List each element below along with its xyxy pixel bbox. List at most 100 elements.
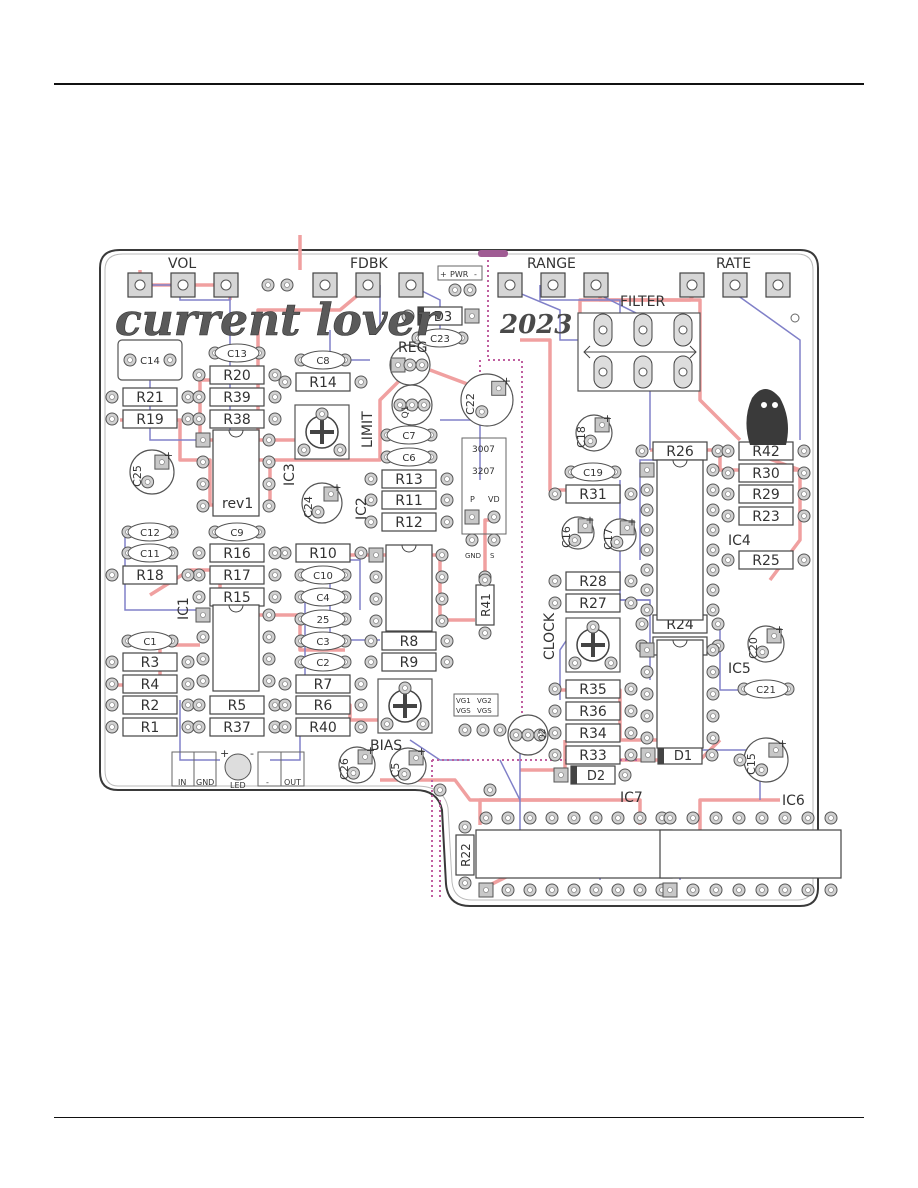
svg-text:VGS: VGS [477,707,492,715]
resistor-r16 [209,543,265,563]
label-limit: LIMIT [360,411,376,448]
resistor-label: R19 [136,412,164,428]
resistor-r21 [122,387,178,407]
svg-text:-: - [250,747,254,760]
resistor-r3 [122,652,178,672]
diode-label: D1 [674,749,692,764]
cap-c8 [300,350,346,370]
resistor-label: R4 [141,677,160,693]
resistor-r5 [209,695,265,715]
resistor-label: R5 [228,698,247,714]
resistor-label: R20 [223,368,251,384]
resistor-label: R16 [223,546,251,562]
cap-c23 [417,328,463,348]
resistor-r4 [122,674,178,694]
resistor-label: R15 [223,590,251,606]
mounting-hole [790,313,800,323]
resistor-label: R10 [309,546,337,562]
ecap-label: C18 [575,426,588,448]
resistor-r38 [209,409,265,429]
ecap-label: C15 [745,753,758,775]
label-reg: REG [398,340,427,356]
polarity-mark: + [417,745,426,758]
board-outline-inner [104,253,814,901]
resistor-r33 [565,745,621,765]
cap-label: C7 [402,431,415,442]
label-rate: RATE [716,256,751,272]
ecap-label: C26 [338,758,351,780]
io-out: OUT [284,778,301,787]
polarity-mark: + [585,513,594,526]
transistor-label: Q1 [401,406,411,419]
resistor-label: R33 [579,748,607,764]
pot-pad [583,272,609,298]
resistor-r39 [209,387,265,407]
resistor-label: R25 [752,553,780,569]
top-rule [54,83,864,85]
resistor-r37 [209,717,265,737]
label-ic1: IC1 [176,597,192,620]
board-year: 2023 [499,310,572,340]
resistor-label: R40 [309,720,337,736]
resistor-label: R29 [752,487,780,503]
svg-text:VG2: VG2 [477,697,492,705]
io-header: IN GND LED - OUT + - [171,747,305,790]
label-ic6: IC6 [782,793,805,809]
resistor-label: R34 [579,726,607,742]
ic1-dip [212,604,260,692]
resistor-label: R3 [141,655,160,671]
resistor-r10 [295,543,351,563]
svg-text:GND: GND [465,552,481,560]
resistor-label: R21 [136,390,164,406]
svg-text:VGS: VGS [456,707,471,715]
resistor-label: R14 [309,375,337,391]
cap-label: C19 [583,468,603,479]
cap-c11 [127,543,173,563]
resistor-label: R2 [141,698,160,714]
ecap-label: C20 [747,637,760,659]
resistor-r23 [738,506,794,526]
ecap-label: C25 [131,465,144,487]
polarity-mark: + [366,744,375,757]
board-title: current lover [115,295,441,346]
cap-c7 [386,425,432,445]
cap-c14 [117,339,183,381]
resistor-r36 [565,701,621,721]
resistor-label: R26 [666,444,694,460]
rev-label: rev1 [222,496,253,512]
resistor-label: R38 [223,412,251,428]
board-tab [478,250,508,257]
resistor-label: R1 [141,720,160,736]
cap-label: C10 [313,571,333,582]
resistor-label: R42 [752,444,780,460]
polarity-mark: + [164,449,173,462]
ic3-dip [212,429,260,517]
cap-label: C13 [227,349,247,360]
cap-label: C21 [756,685,776,696]
polarity-mark: + [502,374,511,387]
jfet-block: VG1 VG2 VGS VGS [453,693,499,717]
cap-c10 [300,565,346,585]
cap-label: C8 [316,356,329,367]
resistor-r20 [209,365,265,385]
cap-label: C23 [430,334,450,345]
resistor-label: R37 [223,720,251,736]
resistor-r40 [295,717,351,737]
resistor-label: R7 [314,677,333,693]
resistor-r7 [295,674,351,694]
cap-c6 [386,447,432,467]
ic4-dip [656,459,704,621]
cap-label: C4 [316,593,329,604]
resistor-label: R24 [666,617,694,633]
diode-label: D3 [434,310,452,325]
resistor-r11 [381,490,437,510]
resistor-label: R23 [752,509,780,525]
svg-text:S: S [490,552,495,560]
resistor-r13 [381,469,437,489]
label-ic4: IC4 [728,533,751,549]
resistor-label: R11 [395,493,423,509]
resistor-r22 [455,834,475,876]
resistor-r19 [122,409,178,429]
svg-text:3207: 3207 [472,467,495,477]
